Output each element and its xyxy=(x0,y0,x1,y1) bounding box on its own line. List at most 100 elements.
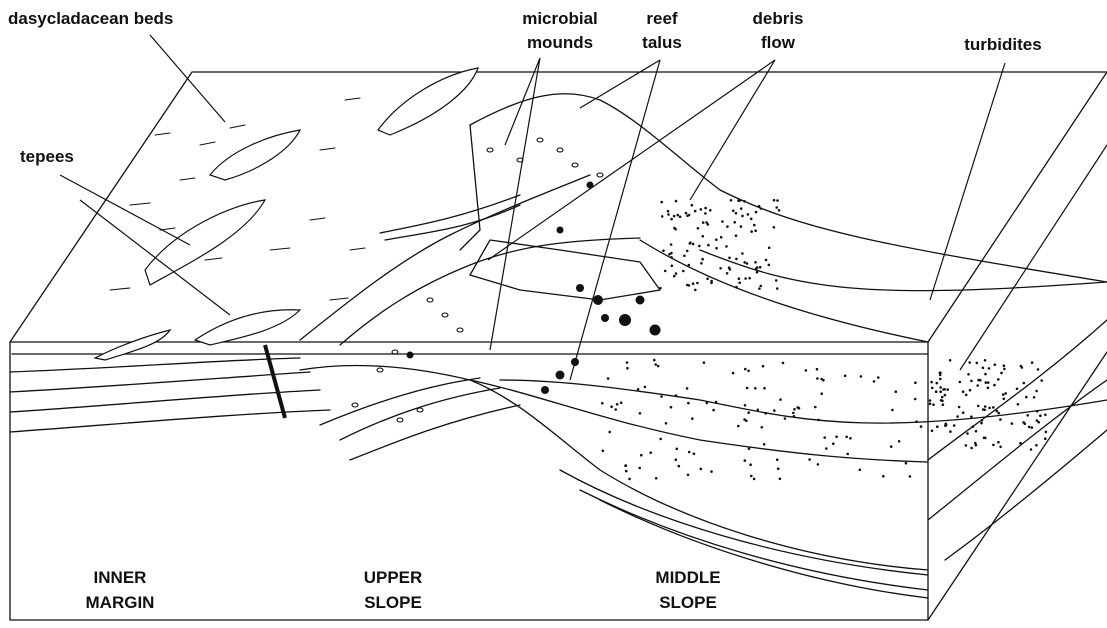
stipple-dot xyxy=(970,380,973,383)
stipple-dot xyxy=(688,214,691,217)
stipple-dot xyxy=(740,207,743,210)
stipple-dot xyxy=(968,361,971,364)
stipple-dot xyxy=(890,445,893,448)
stipple-dot xyxy=(670,256,673,259)
stipple-dot xyxy=(768,264,771,267)
stipple-dot xyxy=(778,209,781,212)
stipple-dot xyxy=(725,245,728,248)
stipple-dot xyxy=(701,258,704,261)
label-flow: flow xyxy=(761,33,796,52)
stipple-dot xyxy=(882,475,885,478)
stipple-dot xyxy=(661,215,664,218)
stipple-dot xyxy=(992,406,995,409)
stipple-dot xyxy=(935,390,938,393)
stipple-dot xyxy=(1030,448,1033,451)
stipple-dot xyxy=(748,447,751,450)
stipple-dot xyxy=(949,359,952,362)
stipple-dot xyxy=(936,382,939,385)
stipple-dot xyxy=(607,377,610,380)
stipple-dot xyxy=(757,409,760,412)
stipple-dot xyxy=(760,285,763,288)
stipple-dot xyxy=(1026,414,1029,417)
stipple-dot xyxy=(970,415,973,418)
stipple-dot xyxy=(655,477,658,480)
stipple-dot xyxy=(994,363,997,366)
stipple-dot xyxy=(775,206,778,209)
stipple-dot xyxy=(929,399,932,402)
stipple-dot xyxy=(982,367,985,370)
stipple-dot xyxy=(677,214,680,217)
stipple-dot xyxy=(967,373,970,376)
stipple-dot xyxy=(965,444,968,447)
stipple-dot xyxy=(1031,361,1034,364)
stipple-dot xyxy=(743,200,746,203)
slope-ridge-3 xyxy=(380,195,520,240)
stipple-dot xyxy=(1003,398,1006,401)
zone-inner-line1: INNER xyxy=(94,568,147,587)
stipple-dot xyxy=(667,210,670,213)
stipple-dot xyxy=(939,378,942,381)
stipple-dot xyxy=(694,289,697,292)
stipple-dot xyxy=(638,467,641,470)
stipple-dot xyxy=(796,406,799,409)
stipple-dot xyxy=(739,199,742,202)
stipple-dot xyxy=(738,281,741,284)
stipple-dot xyxy=(671,265,674,268)
stipple-dot xyxy=(697,227,700,230)
label-mounds: mounds xyxy=(527,33,593,52)
stipple-dot xyxy=(914,381,917,384)
stipple-dot xyxy=(616,403,619,406)
stipple-dot xyxy=(668,253,671,256)
leader-dasycladacean xyxy=(150,35,225,122)
stipple-dot xyxy=(747,411,750,414)
stipple-dot xyxy=(700,468,703,471)
leader-microbial-1 xyxy=(505,58,540,145)
stipple-dot xyxy=(753,478,756,481)
leader-turbidites-2 xyxy=(960,145,1107,370)
lower-slope-strata-1 xyxy=(560,470,928,590)
stipple-dot xyxy=(997,412,1000,415)
stipple-dot xyxy=(728,266,731,269)
stipple-dot xyxy=(999,446,1002,449)
stipple-dot xyxy=(793,415,796,418)
tepee-patch-2 xyxy=(195,310,300,345)
stipple-dot xyxy=(773,409,776,412)
stipple-dot xyxy=(686,284,689,287)
stipple-dot xyxy=(931,387,934,390)
stipple-dot xyxy=(844,375,847,378)
top-surface-outline xyxy=(10,72,1107,342)
stipple-dot xyxy=(777,467,780,470)
stipple-dot xyxy=(683,255,686,258)
stipple-dot xyxy=(620,401,623,404)
stipple-dot xyxy=(686,387,689,390)
stipple-dot xyxy=(1037,421,1040,424)
stipple-dot xyxy=(657,365,660,368)
stipple-dot xyxy=(974,442,977,445)
stipple-dot xyxy=(761,426,764,429)
leader-debris-1 xyxy=(690,60,775,200)
stipple-dot xyxy=(703,361,706,364)
stipple-dot xyxy=(744,277,747,280)
stipple-dot xyxy=(860,375,863,378)
stipple-dot xyxy=(970,447,973,450)
stipple-dot xyxy=(628,478,631,481)
stipple-dot xyxy=(768,247,771,250)
stipple-dot xyxy=(1000,372,1003,375)
stipple-dot xyxy=(670,406,673,409)
stipple-dot xyxy=(687,402,690,405)
stipple-dot xyxy=(984,437,987,440)
block-outline xyxy=(10,72,1107,620)
stipple-dot xyxy=(735,212,738,215)
stipple-dot xyxy=(691,417,694,420)
leader-microbial-2 xyxy=(490,58,540,350)
stipple-dot xyxy=(792,412,795,415)
inner-margin-strata xyxy=(10,345,520,460)
stipple-dot xyxy=(939,372,942,375)
stipple-dot xyxy=(1035,390,1038,393)
stipple-dot xyxy=(776,458,779,461)
stipple-dot xyxy=(608,431,611,434)
stipple-dot xyxy=(653,359,656,362)
stipple-dot xyxy=(746,387,749,390)
stipple-dot xyxy=(1045,431,1048,434)
stipple-dot xyxy=(659,438,662,441)
